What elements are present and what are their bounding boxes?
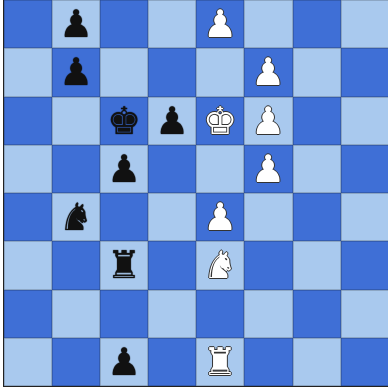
square-g4[interactable] [293, 193, 341, 241]
square-c8[interactable] [100, 0, 148, 48]
square-f8[interactable] [244, 0, 292, 48]
square-h2[interactable] [341, 290, 388, 338]
square-a4[interactable] [4, 193, 52, 241]
square-b7[interactable]: ♟ [52, 48, 100, 96]
square-h3[interactable] [341, 241, 388, 289]
square-c2[interactable] [100, 290, 148, 338]
square-e2[interactable] [196, 290, 244, 338]
square-e7[interactable] [196, 48, 244, 96]
square-g1[interactable] [293, 338, 341, 386]
square-f7[interactable]: ♟ [244, 48, 292, 96]
square-h7[interactable] [341, 48, 388, 96]
square-c1[interactable]: ♟ [100, 338, 148, 386]
square-d3[interactable] [148, 241, 196, 289]
square-e4[interactable]: ♟ [196, 193, 244, 241]
square-c6[interactable]: ♚ [100, 97, 148, 145]
square-d8[interactable] [148, 0, 196, 48]
white-pawn-icon[interactable]: ♟ [203, 5, 237, 43]
square-g6[interactable] [293, 97, 341, 145]
black-pawn-icon[interactable]: ♟ [59, 5, 93, 43]
square-b6[interactable] [52, 97, 100, 145]
white-pawn-icon[interactable]: ♟ [251, 53, 285, 91]
square-e8[interactable]: ♟ [196, 0, 244, 48]
square-g2[interactable] [293, 290, 341, 338]
square-e3[interactable]: ♞ [196, 241, 244, 289]
white-king-icon[interactable]: ♚ [203, 102, 237, 140]
square-d4[interactable] [148, 193, 196, 241]
square-f3[interactable] [244, 241, 292, 289]
square-b3[interactable] [52, 241, 100, 289]
white-pawn-icon[interactable]: ♟ [251, 150, 285, 188]
square-c5[interactable]: ♟ [100, 145, 148, 193]
square-e5[interactable] [196, 145, 244, 193]
square-f6[interactable]: ♟ [244, 97, 292, 145]
white-pawn-icon[interactable]: ♟ [251, 102, 285, 140]
white-rook-icon[interactable]: ♜ [203, 343, 237, 381]
square-g5[interactable] [293, 145, 341, 193]
square-d5[interactable] [148, 145, 196, 193]
white-pawn-icon[interactable]: ♟ [203, 198, 237, 236]
square-f2[interactable] [244, 290, 292, 338]
square-d1[interactable] [148, 338, 196, 386]
square-f1[interactable] [244, 338, 292, 386]
square-d7[interactable] [148, 48, 196, 96]
black-pawn-icon[interactable]: ♟ [107, 150, 141, 188]
chess-board: ♟ ♟ ♟ ♟ ♚ ♟ ♚ ♟ ♟ ♟ ♞ ♟ ♜ ♞ ♟ ♜ [3, 0, 388, 387]
square-g3[interactable] [293, 241, 341, 289]
square-b1[interactable] [52, 338, 100, 386]
square-g7[interactable] [293, 48, 341, 96]
black-king-icon[interactable]: ♚ [107, 102, 141, 140]
square-a7[interactable] [4, 48, 52, 96]
square-c4[interactable] [100, 193, 148, 241]
square-h4[interactable] [341, 193, 388, 241]
square-a8[interactable] [4, 0, 52, 48]
square-a5[interactable] [4, 145, 52, 193]
square-d2[interactable] [148, 290, 196, 338]
square-a2[interactable] [4, 290, 52, 338]
square-a6[interactable] [4, 97, 52, 145]
square-b5[interactable] [52, 145, 100, 193]
square-f5[interactable]: ♟ [244, 145, 292, 193]
square-h5[interactable] [341, 145, 388, 193]
square-f4[interactable] [244, 193, 292, 241]
square-a3[interactable] [4, 241, 52, 289]
square-e1[interactable]: ♜ [196, 338, 244, 386]
square-c7[interactable] [100, 48, 148, 96]
square-e6[interactable]: ♚ [196, 97, 244, 145]
square-d6[interactable]: ♟ [148, 97, 196, 145]
square-h6[interactable] [341, 97, 388, 145]
white-knight-icon[interactable]: ♞ [203, 246, 237, 284]
square-h8[interactable] [341, 0, 388, 48]
square-b8[interactable]: ♟ [52, 0, 100, 48]
black-pawn-icon[interactable]: ♟ [107, 343, 141, 381]
square-h1[interactable] [341, 338, 388, 386]
black-pawn-icon[interactable]: ♟ [155, 102, 189, 140]
square-a1[interactable] [4, 338, 52, 386]
black-rook-icon[interactable]: ♜ [107, 246, 141, 284]
black-knight-icon[interactable]: ♞ [59, 198, 93, 236]
square-g8[interactable] [293, 0, 341, 48]
square-c3[interactable]: ♜ [100, 241, 148, 289]
square-b4[interactable]: ♞ [52, 193, 100, 241]
square-b2[interactable] [52, 290, 100, 338]
black-pawn-icon[interactable]: ♟ [59, 53, 93, 91]
